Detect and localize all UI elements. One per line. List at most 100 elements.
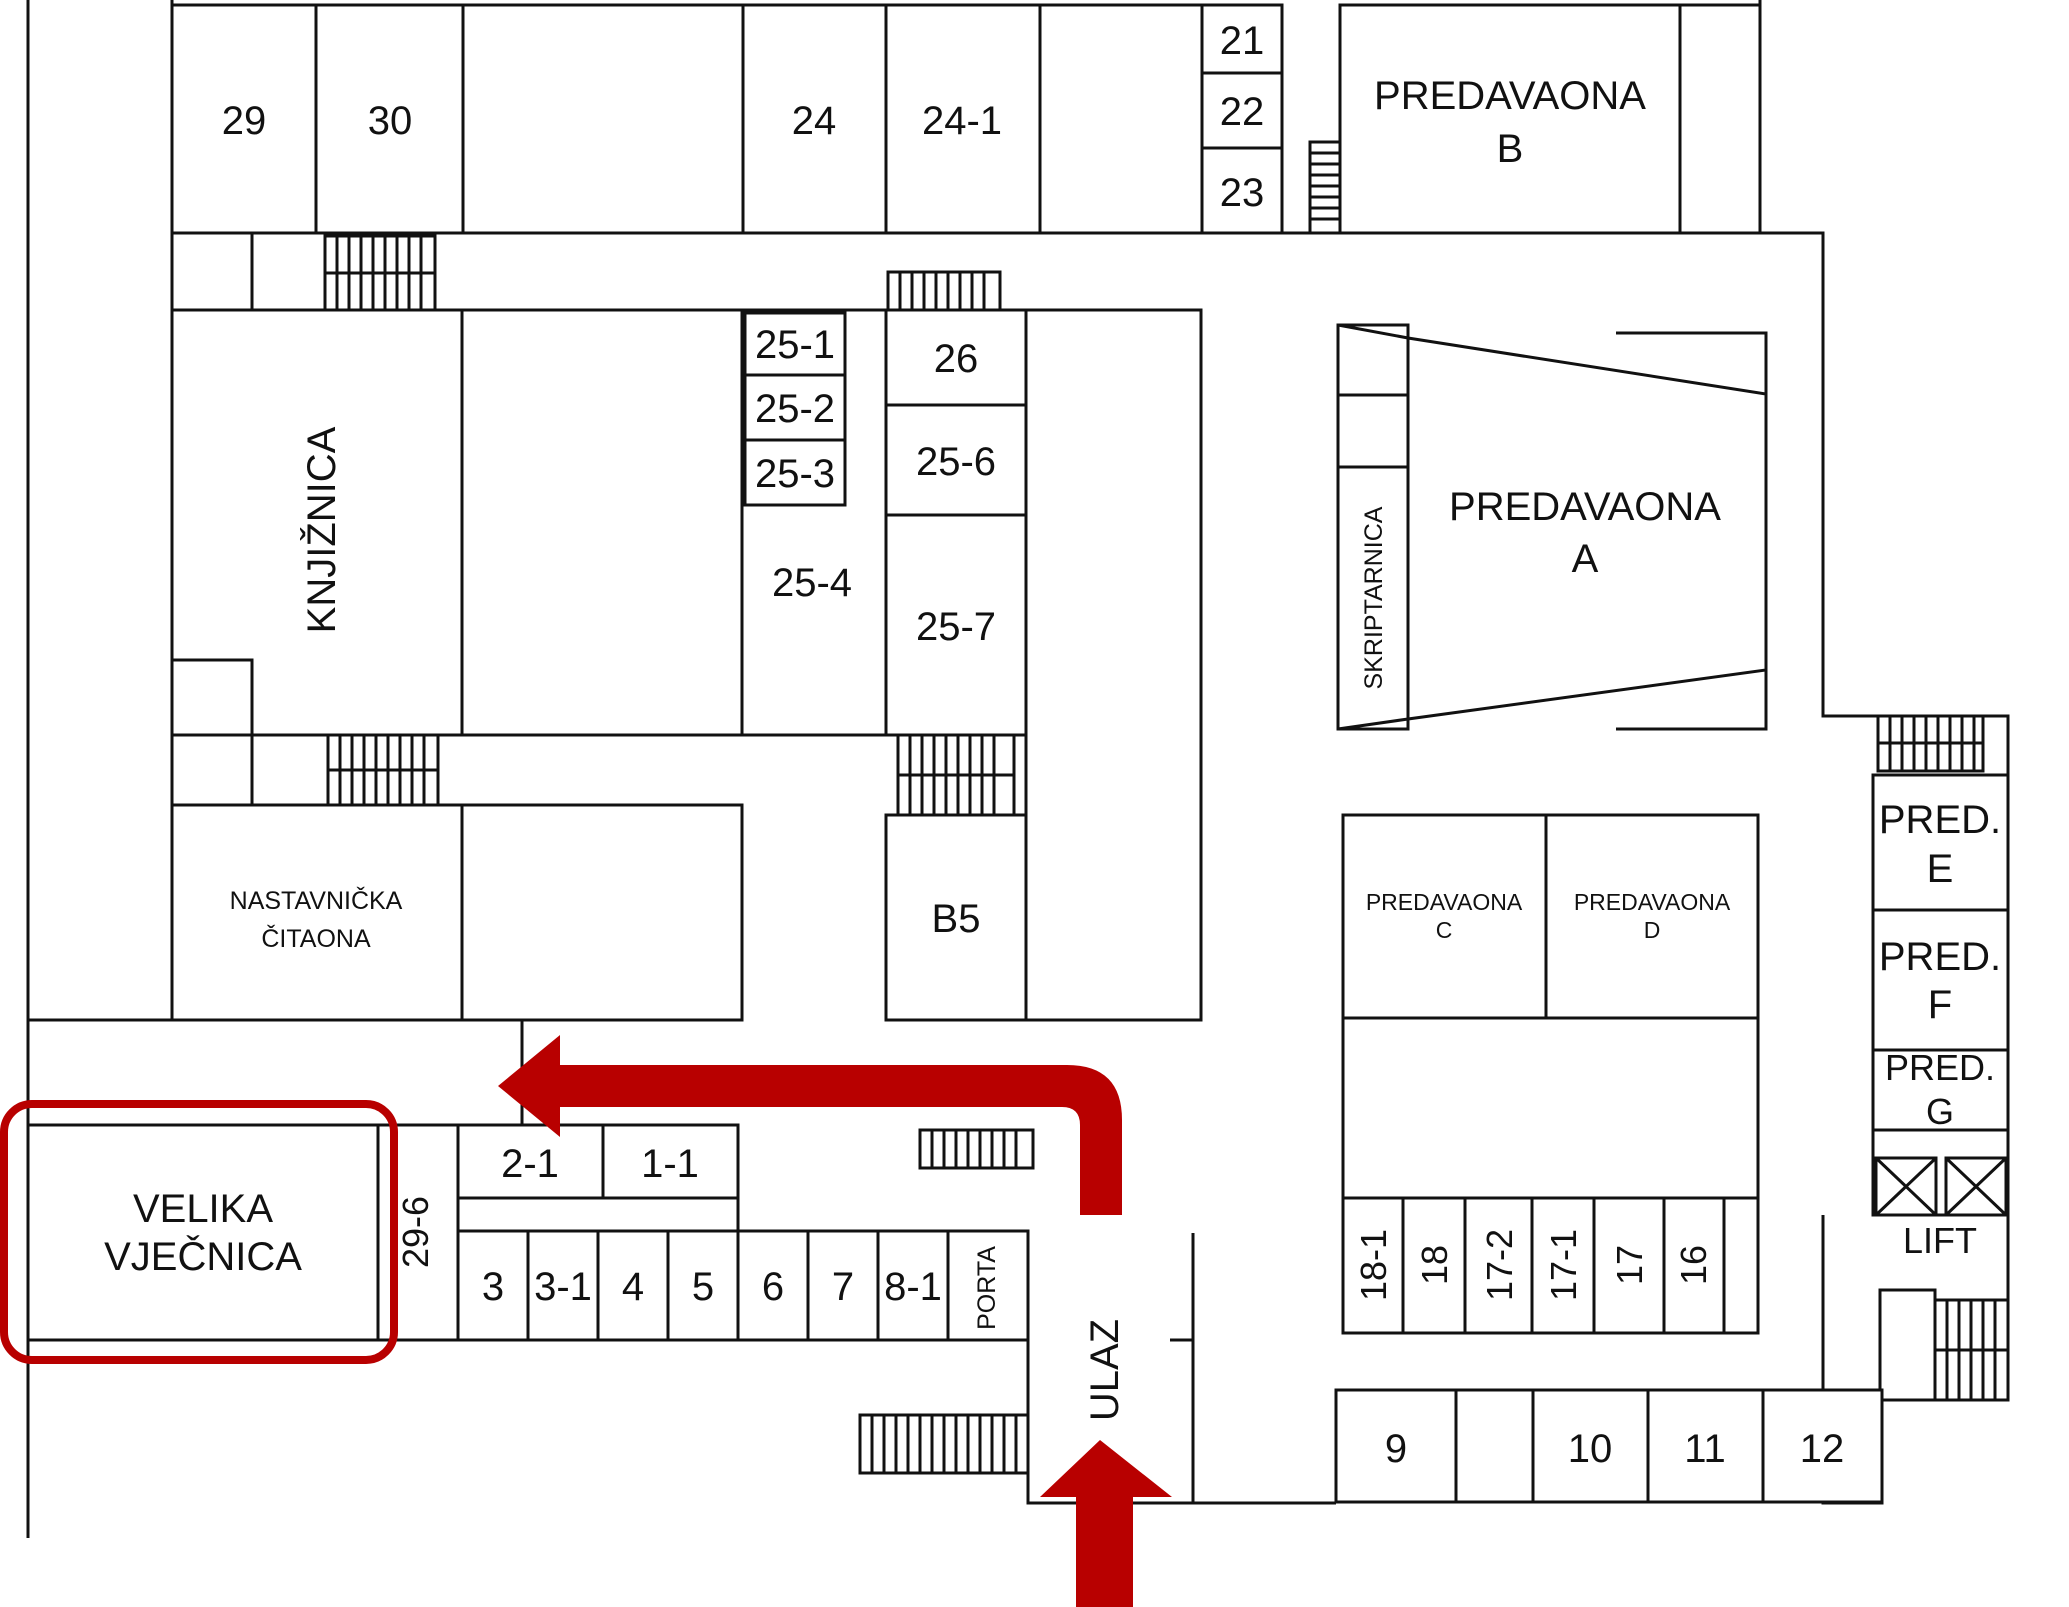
room-12[interactable] — [1761, 1388, 1884, 1504]
room-17[interactable] — [1592, 1196, 1666, 1335]
room-25-1[interactable] — [743, 311, 847, 377]
room-17-2[interactable] — [1463, 1196, 1534, 1335]
pred-f-label-2: F — [1928, 983, 1952, 1027]
small-room-1 — [170, 231, 254, 312]
room-8-1[interactable] — [876, 1229, 950, 1342]
predavaona-b-label-1: PREDAVAONA — [1374, 74, 1646, 118]
stairs-icon — [326, 733, 440, 807]
room-17-2-label: 17-2 — [1479, 1229, 1520, 1301]
room-25-7-label: 25-7 — [916, 605, 996, 649]
side-rooms: 18-1 18 17-2 17-1 17 16 — [1341, 1196, 1760, 1335]
room-1-1-label: 1-1 — [641, 1142, 699, 1186]
room-predavaona-b[interactable] — [1338, 3, 1682, 235]
room-17-label: 17 — [1609, 1245, 1650, 1285]
small-room-2 — [250, 231, 327, 312]
room-skriptarnica[interactable] — [1336, 465, 1410, 731]
room-4-label: 4 — [622, 1265, 644, 1309]
room-18[interactable] — [1401, 1196, 1467, 1335]
room-30[interactable] — [314, 3, 465, 235]
pred-g-label-2: G — [1926, 1091, 1954, 1132]
predavaona-d-label-2: D — [1644, 917, 1661, 943]
room-16[interactable] — [1662, 1196, 1726, 1335]
pred-g-label-1: PRED. — [1885, 1047, 1995, 1088]
room-5[interactable] — [666, 1229, 740, 1342]
room-10[interactable] — [1531, 1388, 1650, 1504]
room-25-2[interactable] — [743, 373, 847, 442]
room-3[interactable] — [456, 1229, 530, 1342]
room-velika-vjecnica[interactable] — [26, 1123, 380, 1342]
room-18-1-label: 18-1 — [1353, 1229, 1394, 1301]
room-30-label: 30 — [368, 99, 413, 143]
predavaona-c-label-1: PREDAVAONA — [1366, 889, 1523, 915]
stairs-icon — [323, 234, 437, 312]
room-unlabeled-bottom — [1454, 1388, 1535, 1504]
room-porta[interactable] — [946, 1229, 1030, 1342]
lift-icon — [1874, 1156, 2008, 1217]
room-29[interactable] — [170, 3, 318, 235]
porta-label: PORTA — [973, 1246, 1001, 1330]
ulaz-label: ULAZ — [1083, 1319, 1127, 1421]
predavaona-a-label-1: PREDAVAONA — [1449, 485, 1721, 529]
predavaona-a-outer — [1337, 323, 1768, 731]
room-17-1-label: 17-1 — [1543, 1229, 1584, 1301]
room-25-2-label: 25-2 — [755, 387, 835, 431]
stairs-icon — [918, 1128, 1035, 1170]
room-predavaona-d[interactable] — [1544, 813, 1760, 1020]
room-2-1[interactable] — [456, 1123, 605, 1200]
room-unlabeled-cd-lower — [1341, 1016, 1760, 1200]
room-3-1-label: 3-1 — [534, 1265, 592, 1309]
small-room-3 — [170, 658, 254, 737]
velika-vjecnica-label-2: VJEČNICA — [104, 1234, 302, 1279]
room-16-label: 16 — [1673, 1245, 1714, 1285]
skriptarnica-label: SKRIPTARNICA — [1360, 506, 1388, 689]
room-pred-e[interactable] — [1871, 773, 2010, 912]
room-23[interactable] — [1200, 146, 1284, 235]
room-pred-f[interactable] — [1871, 908, 2010, 1052]
predavaona-d-label-1: PREDAVAONA — [1574, 889, 1731, 915]
room-10-label: 10 — [1568, 1427, 1613, 1471]
room-skriptarnica-stack-2 — [1336, 393, 1410, 469]
lift-label: LIFT — [1903, 1220, 1977, 1261]
room-unlabeled-right — [1024, 308, 1203, 1022]
room-5-label: 5 — [692, 1265, 714, 1309]
room-side-end — [1722, 1196, 1760, 1335]
room-12-label: 12 — [1800, 1427, 1845, 1471]
entrance-walls — [1026, 1231, 1336, 1505]
pred-f-label-1: PRED. — [1879, 935, 2001, 979]
room-25-3[interactable] — [743, 438, 847, 507]
room-25-7[interactable] — [884, 513, 1028, 737]
room-unlabeled-top-2 — [1038, 3, 1204, 235]
room-29-6-label: 29-6 — [395, 1196, 436, 1268]
room-2-1-label: 2-1 — [501, 1142, 559, 1186]
room-24-1[interactable] — [884, 3, 1042, 235]
room-3-label: 3 — [482, 1265, 504, 1309]
room-b5-label: B5 — [932, 897, 981, 941]
room-nastavnicka-citaona[interactable] — [170, 803, 464, 1022]
nastavnicka-label-1: NASTAVNIČKA — [230, 886, 403, 915]
room-11-label: 11 — [1684, 1427, 1726, 1471]
small-room-lift — [1878, 1288, 1937, 1402]
stairs-icon — [896, 733, 1016, 817]
predavaona-b-divider — [1678, 3, 1762, 233]
corridor-block-left — [26, 1018, 524, 1127]
room-b5[interactable] — [884, 813, 1028, 1022]
room-18-label: 18 — [1414, 1245, 1455, 1285]
stairs-icon — [1876, 714, 1985, 773]
stairs-icon — [858, 1413, 1030, 1475]
room-9-label: 9 — [1385, 1427, 1407, 1471]
room-21-label: 21 — [1220, 19, 1265, 63]
pred-e-label-2: E — [1927, 847, 1954, 891]
room-7[interactable] — [806, 1229, 880, 1342]
knjiznica-label: KNJIŽNICA — [299, 426, 344, 633]
stairs-icon — [1933, 1298, 2010, 1402]
pred-e-label-1: PRED. — [1879, 798, 2001, 842]
room-25-3-label: 25-3 — [755, 452, 835, 496]
room-1-1[interactable] — [601, 1123, 740, 1200]
room-24-label: 24 — [792, 99, 837, 143]
room-21[interactable] — [1200, 3, 1284, 75]
room-4[interactable] — [596, 1229, 670, 1342]
stairs-icon — [1308, 140, 1342, 235]
room-3-1[interactable] — [526, 1229, 600, 1342]
predavaona-c-label-2: C — [1436, 917, 1453, 943]
room-25-4-label: 25-4 — [772, 561, 852, 605]
